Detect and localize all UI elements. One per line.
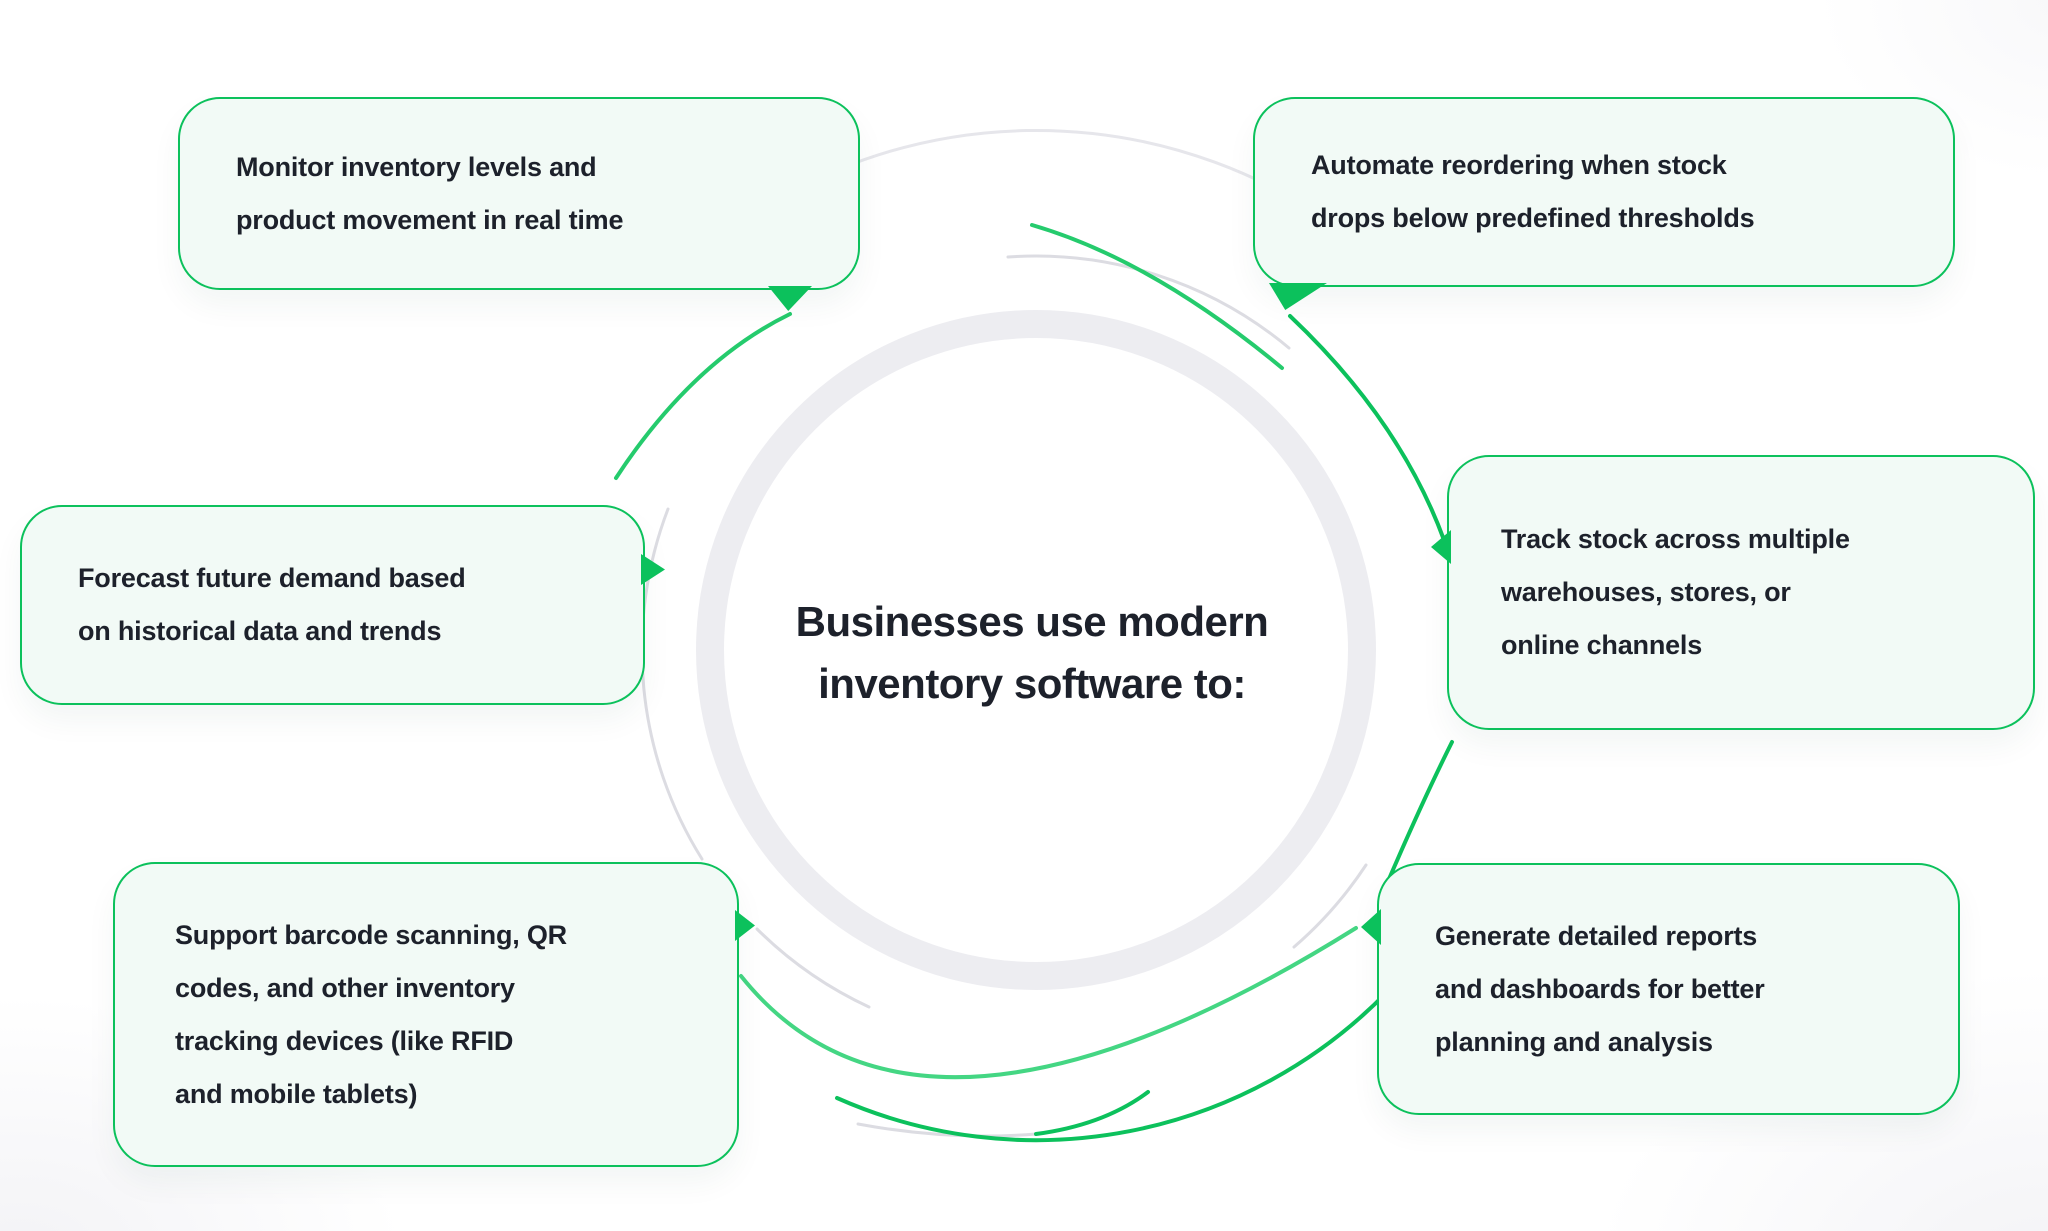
green-arc-top-right	[1030, 223, 1284, 370]
callout-monitor: Monitor inventory levels and product mov…	[178, 97, 860, 311]
decorative-arc-bottom-right	[1292, 863, 1368, 949]
green-arc-right	[1288, 314, 1446, 542]
callout-text: Support barcode scanning, QR codes, and …	[175, 919, 567, 1109]
callout-text: Forecast future demand based on historic…	[78, 563, 466, 646]
decorative-arc-left	[640, 507, 704, 861]
green-arc-bottom-strong	[835, 989, 1390, 1143]
callout-track: Track stock across multiple warehouses, …	[1431, 455, 2035, 730]
callout-generate: Generate detailed reports and dashboards…	[1361, 863, 1960, 1115]
center-title-line1: Businesses use modern	[795, 598, 1269, 645]
green-arc-bottom-light	[739, 926, 1358, 1080]
callout-text: Generate detailed reports and dashboards…	[1435, 920, 1765, 1057]
decorative-arc-top	[1006, 254, 1291, 350]
callout-support: Support barcode scanning, QR codes, and …	[113, 862, 755, 1167]
callout-text: Track stock across multiple warehouses, …	[1501, 524, 1850, 660]
callout-automate: Automate reordering when stock drops bel…	[1253, 97, 1955, 310]
green-arc-upper-left	[614, 312, 792, 480]
callout-text: Automate reordering when stock drops bel…	[1311, 150, 1755, 233]
decorative-arc-bottom-inner	[856, 1122, 1038, 1138]
callout-text: Monitor inventory levels and product mov…	[236, 151, 624, 235]
thick-ring	[696, 310, 1376, 990]
decorative-arc-bottom-left	[755, 927, 871, 1009]
center-title: Businesses use modern inventory software…	[682, 591, 1382, 715]
callout-forecast: Forecast future demand based on historic…	[20, 505, 665, 705]
green-arc-bottom-inner	[1034, 1090, 1150, 1136]
center-title-line2: inventory software to:	[818, 660, 1246, 707]
